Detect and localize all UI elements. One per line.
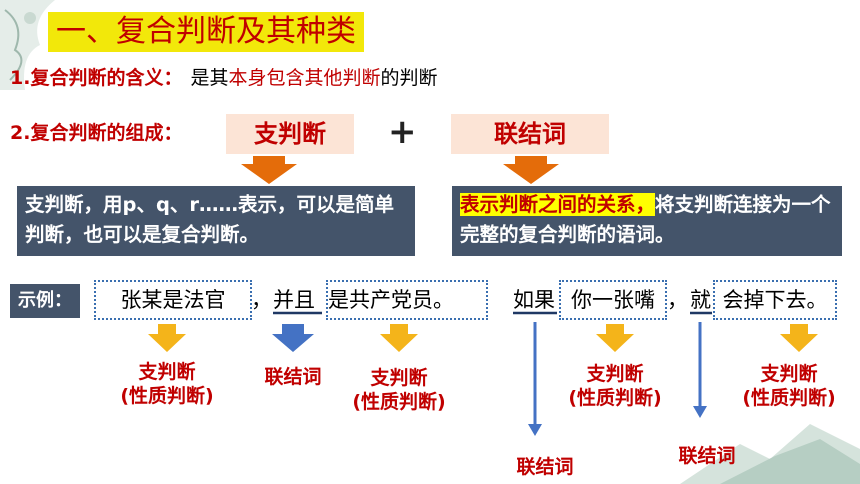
example1-branch-b: 是共产党员。 (326, 280, 488, 320)
example2-comma: ， (667, 288, 688, 312)
example2-connective-1: 如果 (513, 288, 555, 312)
decorative-mountain-bottom-right (680, 424, 860, 484)
label-branch-title: 支判断 (370, 367, 428, 389)
label-branch-title: 支判断 (138, 361, 196, 383)
arrow-down-icon (693, 406, 707, 418)
arrow-down-icon (148, 324, 186, 352)
example2-connective-2: 就 (690, 288, 711, 312)
connective-description-highlight: 表示判断之间的关系， (460, 193, 656, 216)
connective-description-box: 表示判断之间的关系，将支判断连接为一个完整的复合判断的语词。 (452, 186, 842, 256)
branch-judgment-box: 支判断 (226, 114, 354, 154)
arrow-down-icon (503, 156, 559, 184)
label-branch-nature: (性质判断) (352, 391, 446, 413)
plus-sign: + (388, 112, 417, 152)
branch-description-box: 支判断，用p、q、r……表示，可以是简单判断，也可以是复合判断。 (17, 186, 415, 256)
label-connective: 联结词 (516, 456, 574, 478)
definition-prefix: 是其 (190, 67, 229, 89)
arrow-down-icon (780, 324, 818, 352)
label-branch-title: 支判断 (760, 363, 818, 385)
page-title: 一、复合判断及其种类 (48, 12, 364, 52)
definition-line: 1.复合判断的含义： 是其本身包含其他判断的判断 (10, 63, 438, 90)
label-branch-nature: (性质判断) (742, 387, 836, 409)
example1-branch-a: 张某是法官 (94, 280, 252, 320)
label-connective: 联结词 (678, 445, 736, 467)
example2-branch-a: 你一张嘴 (559, 280, 667, 320)
definition-label: 1.复合判断的含义： (10, 67, 183, 89)
arrow-down-icon (241, 156, 297, 184)
example1-connective: 并且 (273, 288, 315, 312)
example2-branch-b: 会掉下去。 (713, 280, 837, 320)
arrow-down-icon (272, 324, 314, 352)
definition-highlight: 本身包含其他判断 (228, 67, 381, 89)
label-branch-title: 支判断 (586, 363, 644, 385)
arrow-down-icon (596, 324, 634, 352)
label-branch: 支判断 (性质判断) (344, 366, 454, 414)
decorative-corner-top-left (0, 0, 55, 90)
label-branch: 支判断 (性质判断) (112, 360, 222, 408)
composition-label: 2.复合判断的组成： (10, 122, 183, 144)
label-connective: 联结词 (264, 366, 322, 388)
label-branch-nature: (性质判断) (568, 387, 662, 409)
arrow-down-icon (528, 424, 542, 436)
label-branch: 支判断 (性质判断) (734, 362, 844, 410)
arrow-down-icon (380, 324, 418, 352)
example1-comma: ， (251, 288, 272, 312)
connective-description-text: 将支判断连接为一个完整的复合判断的语词。 (460, 193, 831, 246)
connective-box: 联结词 (451, 114, 609, 154)
definition-suffix: 的判断 (380, 67, 438, 89)
label-branch-nature: (性质判断) (120, 385, 214, 407)
label-branch: 支判断 (性质判断) (560, 362, 670, 410)
example-label: 示例： (10, 284, 80, 318)
